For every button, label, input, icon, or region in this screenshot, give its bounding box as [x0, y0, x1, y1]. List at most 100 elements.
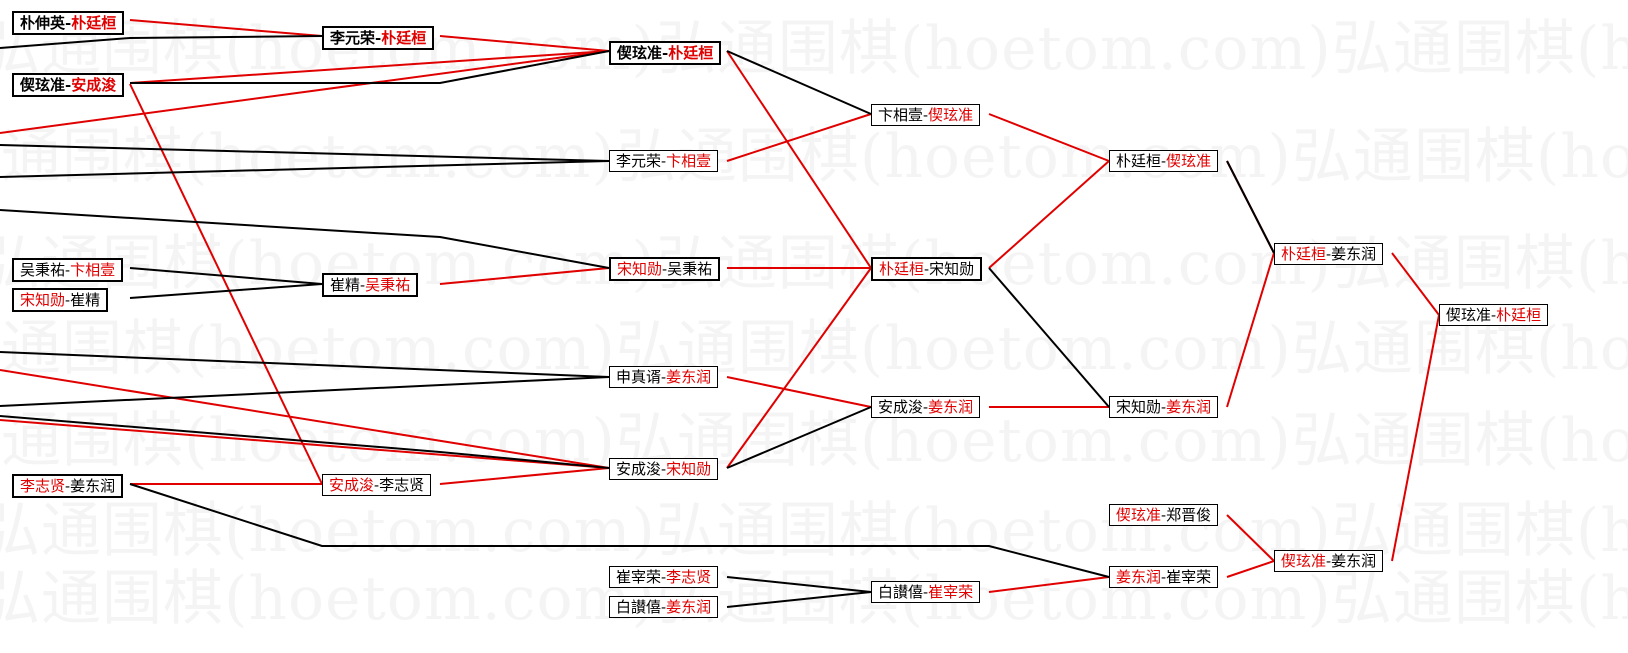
player-name: 宋知勋 — [1116, 398, 1162, 416]
player-name: 崔宰荣 — [928, 583, 974, 601]
player-name: 偰玹准 — [1116, 506, 1162, 524]
match-box[interactable]: 吴秉祐-卞相壹 — [12, 258, 124, 282]
loser-connector — [129, 267, 323, 285]
winner-connector — [439, 267, 610, 285]
match-box[interactable]: 宋知勋-姜东润 — [1109, 396, 1219, 418]
player-name: 李元荣 — [330, 29, 376, 47]
player-name: 朴伸英 — [20, 14, 66, 32]
player-name: 安成浚 — [329, 476, 375, 494]
player-name: 卞相壹 — [70, 261, 116, 279]
player-name: 姜东润 — [1116, 568, 1162, 586]
winner-connector — [129, 83, 323, 485]
match-box[interactable]: 朴廷桓-宋知勋 — [871, 257, 983, 281]
player-name: 宋知勋 — [617, 260, 663, 278]
player-name: 安成浚 — [616, 460, 662, 478]
loser-connector — [726, 591, 872, 608]
winner-connector — [129, 19, 323, 37]
player-name: 偰玹准 — [617, 44, 663, 62]
match-box[interactable]: 崔宰荣-李志贤 — [609, 566, 719, 588]
winner-connector — [726, 50, 872, 269]
player-name: 朴廷桓 — [1496, 306, 1542, 324]
loser-connector — [726, 50, 872, 115]
loser-connector — [726, 406, 872, 469]
winner-connector — [726, 267, 872, 469]
loser-connector — [129, 483, 1110, 578]
player-name: 卞相壹 — [878, 106, 924, 124]
player-name: 姜东润 — [70, 477, 116, 495]
match-box[interactable]: 白讃僖-崔宰荣 — [871, 581, 981, 603]
match-box[interactable]: 安成浚-李志贤 — [322, 474, 432, 496]
match-box[interactable]: 卞相壹-偰玹准 — [871, 104, 981, 126]
match-box[interactable]: 偰玹准-郑晋俊 — [1109, 504, 1219, 526]
match-box[interactable]: 朴伸英-朴廷桓 — [12, 11, 125, 35]
player-name: 崔宰荣 — [616, 568, 662, 586]
player-name: 李志贤 — [666, 568, 712, 586]
final-match-box[interactable]: 偰玹准-朴廷桓 — [1439, 304, 1549, 326]
player-name: 姜东润 — [666, 598, 712, 616]
player-name: 申真谞 — [616, 368, 662, 386]
player-name: 吴秉祐 — [20, 261, 66, 279]
winner-connector — [439, 467, 610, 485]
player-name: 朴廷桓 — [1281, 245, 1327, 263]
player-name: 朴廷桓 — [381, 29, 427, 47]
player-name: 偰玹准 — [1166, 152, 1212, 170]
winner-connector — [988, 113, 1110, 162]
winner-connector — [439, 35, 610, 52]
player-name: 吴秉祐 — [365, 276, 411, 294]
player-name: 崔精 — [330, 276, 361, 294]
match-box[interactable]: 偰玹准-姜东润 — [1274, 550, 1384, 572]
player-name: 宋知勋 — [929, 260, 975, 278]
loser-connector — [130, 50, 610, 84]
player-name: 朴廷桓 — [668, 44, 714, 62]
winner-connector — [988, 160, 1110, 269]
match-box[interactable]: 申真谞-姜东润 — [609, 366, 719, 388]
player-name: 偰玹准 — [1281, 552, 1327, 570]
winner-connector — [726, 113, 872, 162]
loser-connector — [0, 209, 610, 269]
player-name: 姜东润 — [1331, 245, 1377, 263]
winner-connector — [0, 50, 610, 134]
player-name: 安成浚 — [878, 398, 924, 416]
winner-connector — [0, 369, 610, 469]
player-name: 白讃僖 — [616, 598, 662, 616]
match-box[interactable]: 白讃僖-姜东润 — [609, 596, 719, 618]
player-name: 姜东润 — [928, 398, 974, 416]
winner-connector — [726, 376, 872, 408]
loser-connector — [0, 415, 610, 469]
match-box[interactable]: 崔精-吴秉祐 — [322, 273, 419, 297]
match-box[interactable]: 姜东润-崔宰荣 — [1109, 566, 1219, 588]
winner-connector — [1391, 252, 1440, 316]
match-box[interactable]: 朴廷桓-偰玹准 — [1109, 150, 1219, 172]
loser-connector — [129, 283, 323, 299]
loser-connector — [726, 576, 872, 593]
winner-connector — [988, 576, 1110, 593]
player-name: 偰玹准 — [1446, 306, 1492, 324]
player-name: 朴廷桓 — [71, 14, 117, 32]
winner-connector — [1226, 514, 1275, 562]
loser-connector — [0, 351, 610, 378]
match-box[interactable]: 李元荣-卞相壹 — [609, 150, 719, 172]
match-box[interactable]: 安成浚-姜东润 — [871, 396, 981, 418]
player-name: 宋知勋 — [666, 460, 712, 478]
match-box[interactable]: 李志贤-姜东润 — [12, 474, 124, 498]
loser-connector — [0, 376, 610, 407]
match-box[interactable]: 宋知勋-崔精 — [12, 288, 109, 312]
player-name: 郑晋俊 — [1166, 506, 1212, 524]
match-box[interactable]: 宋知勋-吴秉祐 — [609, 257, 721, 281]
match-box[interactable]: 安成浚-宋知勋 — [609, 458, 719, 480]
winner-connector — [1226, 560, 1275, 578]
player-name: 白讃僖 — [878, 583, 924, 601]
match-box[interactable]: 偰玹准-安成浚 — [12, 73, 125, 97]
match-box[interactable]: 偰玹准-朴廷桓 — [609, 41, 722, 65]
player-name: 李元荣 — [616, 152, 662, 170]
winner-connector — [129, 50, 610, 84]
winner-connector — [0, 419, 610, 469]
match-box[interactable]: 朴廷桓-姜东润 — [1274, 243, 1384, 265]
winner-connector — [1226, 252, 1275, 408]
player-name: 姜东润 — [1166, 398, 1212, 416]
loser-connector — [0, 35, 323, 49]
player-name: 姜东润 — [1331, 552, 1377, 570]
player-name: 偰玹准 — [928, 106, 974, 124]
match-box[interactable]: 李元荣-朴廷桓 — [322, 26, 435, 50]
